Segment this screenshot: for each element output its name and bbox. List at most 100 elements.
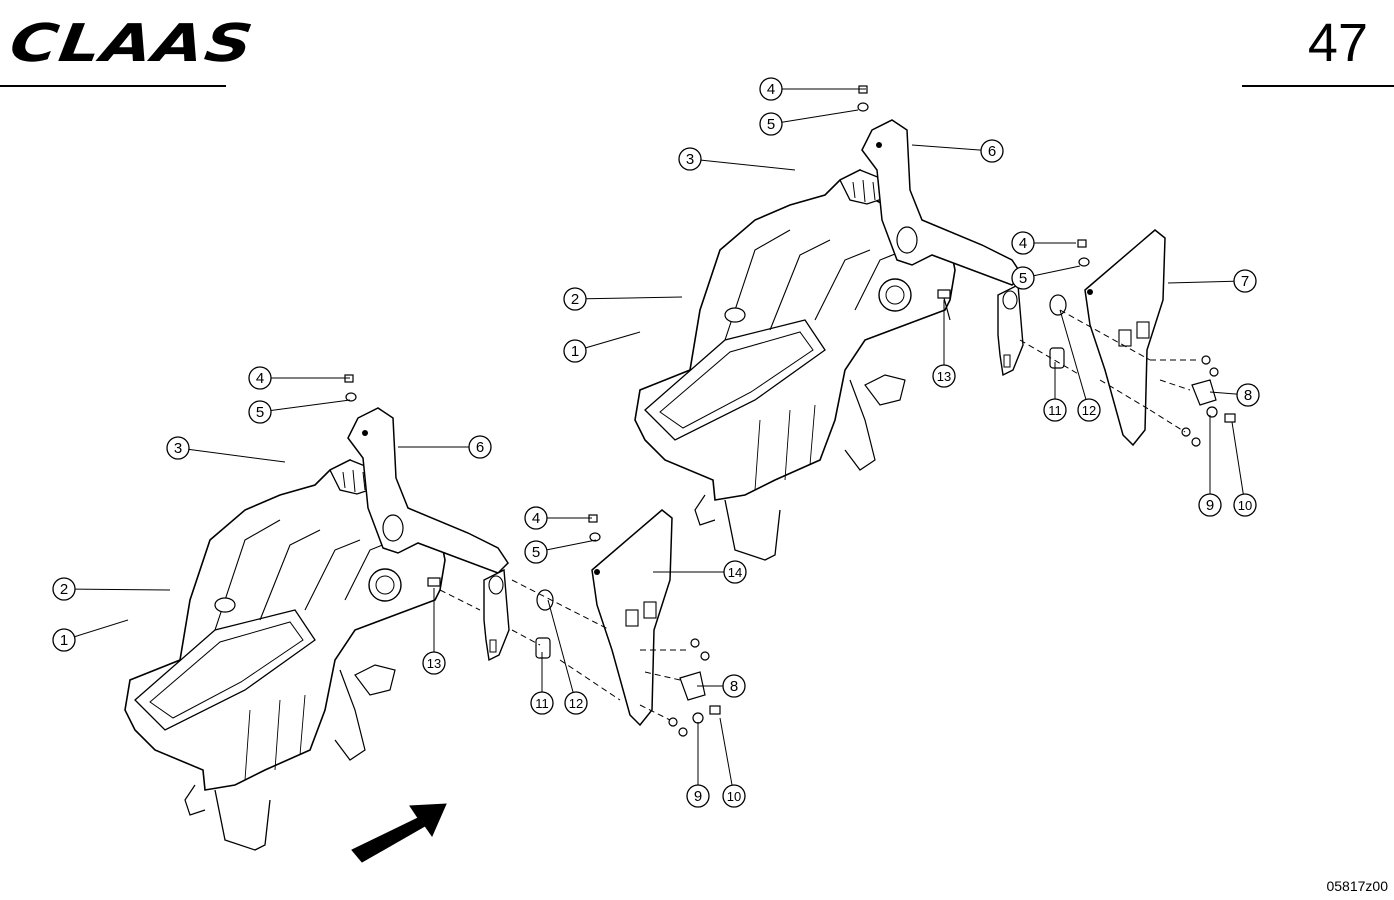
callout-balloon [52,577,76,601]
callout-balloon [722,674,746,698]
leader-line [270,399,351,412]
callout-label: 13 [937,369,951,384]
callout-b8: 8 [697,674,746,698]
callout-b12: 12 [547,599,588,715]
callout-b11: 11 [530,652,554,715]
callout-a6: 6 [911,139,1004,163]
callout-label: 9 [694,788,702,805]
callout-label: 2 [571,291,579,308]
callout-balloon [524,540,548,564]
callout-label: 3 [174,440,182,457]
leader-line [188,448,286,463]
callout-balloon [980,139,1004,163]
callout-label: 5 [1019,270,1027,287]
callout-label: 4 [1019,235,1027,252]
callout-a2: 2 [563,287,683,311]
callout-balloon [759,77,783,101]
callout-a9: 9 [1198,415,1222,517]
callout-a5b: 5 [1011,265,1081,290]
callout-balloon [52,628,76,652]
callout-b3: 3 [166,436,286,463]
direction-arrow-icon [351,803,447,863]
drawing-reference: 05817z00 [1326,878,1388,894]
callout-label: 1 [60,632,68,649]
header-rule-left [0,85,226,87]
leader-line [1033,265,1081,277]
callout-label: 6 [476,439,484,456]
callout-label: 2 [60,581,68,598]
callout-a4: 4 [759,77,866,101]
callout-a11: 11 [1043,362,1067,422]
callout-label: 6 [988,143,996,160]
callout-b4b: 4 [524,506,592,530]
callout-balloon [524,506,548,530]
callout-label: 10 [1238,498,1252,513]
callout-balloon [932,364,956,388]
leader-line [1209,391,1238,395]
callout-label: 4 [767,81,775,98]
callout-balloon [1236,383,1260,407]
callout-label: 3 [686,151,694,168]
callout-balloon [678,147,702,171]
callout-a5: 5 [759,109,859,136]
callout-a7: 7 [1167,269,1257,293]
leader-line [585,331,641,349]
callout-label: 1 [571,343,579,360]
callout-a10: 10 [1231,421,1257,517]
callout-balloon [1233,269,1257,293]
callout-label: 10 [727,789,741,804]
leader-line [585,296,683,300]
callout-label: 13 [427,656,441,671]
leader-line [74,588,171,591]
callout-b9: 9 [686,722,710,808]
callout-a12: 12 [1059,309,1101,422]
callout-a8: 8 [1209,383,1260,407]
leader-line [719,717,733,786]
callout-label: 11 [1048,403,1062,418]
callout-label: 9 [1206,497,1214,514]
callout-b10: 10 [719,717,746,808]
callout-balloon [166,436,190,460]
callout-a13: 13 [932,300,956,388]
hardware-upper [857,85,1236,447]
callout-b13: 13 [422,588,446,675]
callout-balloon [564,691,588,715]
leader-line [74,619,129,638]
callout-balloon [1011,266,1035,290]
callout-b2: 2 [52,577,171,601]
callout-label: 4 [532,510,540,527]
callout-balloon [722,784,746,808]
callout-b5b: 5 [524,539,597,564]
hardware-lower [344,374,721,737]
callout-balloon [1011,231,1035,255]
callout-b5: 5 [248,399,351,424]
callout-balloon [468,435,492,459]
callout-b1: 1 [52,619,129,652]
header-rule-right [1242,85,1394,87]
callout-balloon [422,651,446,675]
callout-label: 14 [728,565,742,580]
callout-label: 4 [256,370,264,387]
callout-b4: 4 [248,366,350,390]
leader-line [911,144,982,151]
dash-lines-upper [1019,309,1200,433]
callout-label: 5 [532,544,540,561]
callout-balloon [248,400,272,424]
callout-label: 12 [1082,403,1096,418]
leader-line [1231,421,1244,495]
callout-balloon [1077,398,1101,422]
page-number: 47 [1307,13,1368,73]
callout-balloon [530,691,554,715]
leader-line [1167,280,1235,284]
callout-label: 11 [535,696,549,711]
callout-balloon [1043,398,1067,422]
leader-line [700,159,796,171]
callout-balloon [1198,493,1222,517]
leader-line [781,109,859,123]
callout-a3: 3 [678,147,796,171]
leader-line [1059,309,1087,400]
callout-b14: 14 [653,560,747,584]
